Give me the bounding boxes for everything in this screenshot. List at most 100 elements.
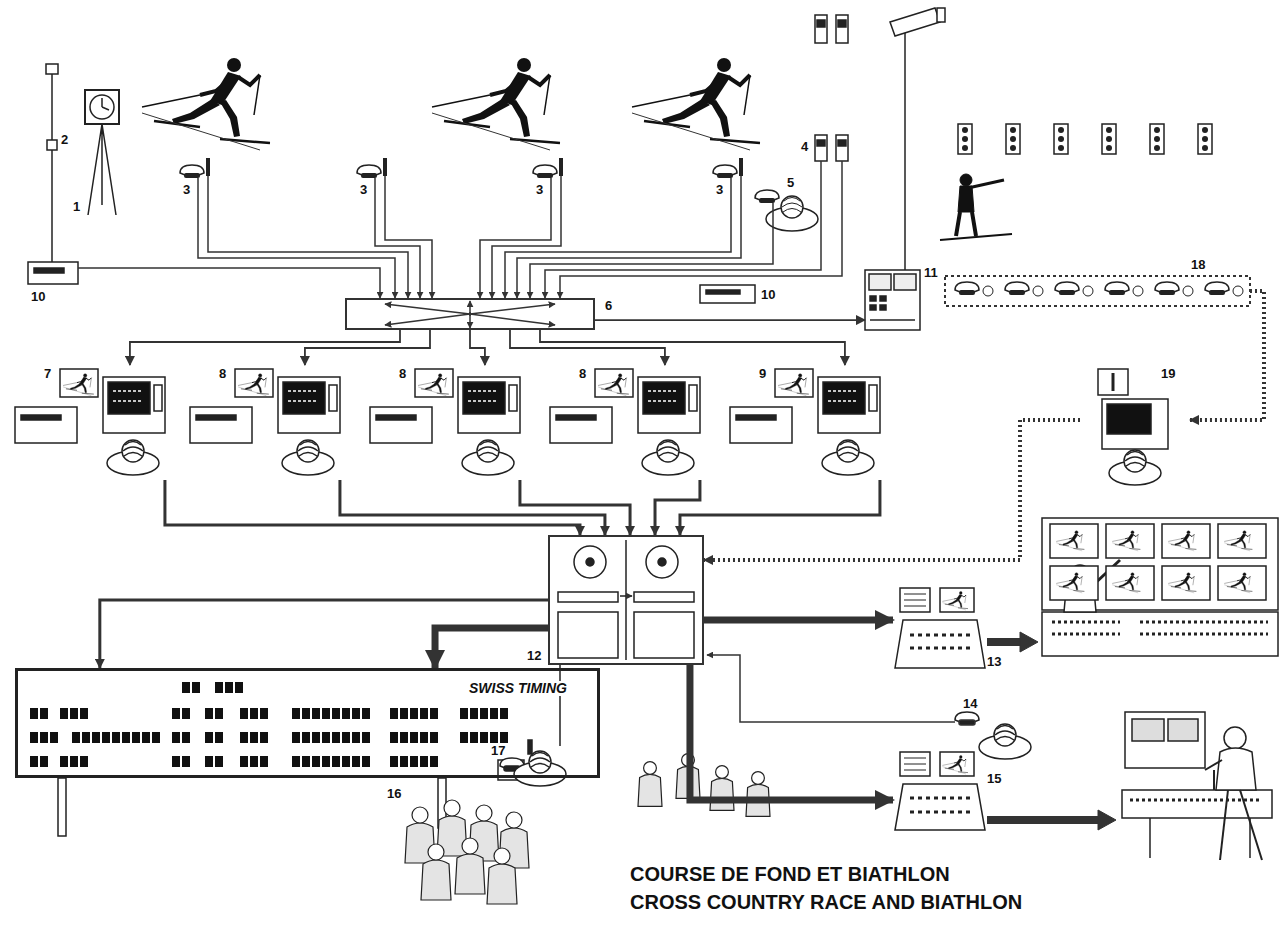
scoreboard-cells	[390, 732, 398, 743]
callout-number: 17	[490, 744, 506, 758]
video-monitor-unit	[870, 319, 915, 321]
timing-stations	[415, 369, 453, 397]
scoreboard-cells	[72, 732, 80, 743]
signal-connector	[1190, 291, 1264, 420]
output-arrows	[987, 638, 1022, 646]
signal-connector	[704, 420, 1080, 560]
callout-number: 10	[30, 290, 46, 304]
shooting-targets	[958, 124, 1212, 154]
consoles	[900, 752, 930, 776]
tape-unit	[586, 558, 594, 566]
telephones	[357, 165, 381, 178]
scoreboard-cells	[460, 732, 468, 743]
shooting-targets	[1058, 145, 1064, 151]
shooting-targets	[1010, 145, 1016, 151]
callout-number: 18	[1190, 258, 1206, 272]
shooting-targets	[962, 145, 968, 151]
scoreboard-cells	[172, 732, 180, 743]
scoreboard-cells	[60, 756, 68, 767]
input-wires	[198, 178, 395, 298]
timing-stations	[462, 440, 514, 475]
video-monitor-unit	[865, 270, 920, 330]
timing-stations	[288, 391, 318, 401]
timing-stations	[642, 440, 694, 475]
timing-stations	[190, 369, 340, 475]
signal-connector	[704, 617, 893, 624]
scoreboard-cells	[342, 708, 350, 719]
callout-number: 7	[43, 367, 52, 381]
distributor-arrows	[385, 304, 470, 314]
scoreboard-cells	[500, 708, 508, 719]
input-wires	[505, 178, 731, 298]
scoreboard-cells	[292, 732, 300, 743]
sensor-row	[1155, 282, 1179, 295]
shooting-targets	[1006, 124, 1020, 154]
scoreboard-cells	[40, 756, 48, 767]
spectators	[476, 805, 492, 821]
input-wires	[560, 161, 842, 298]
callout-number: 4	[800, 140, 809, 154]
printer	[700, 285, 755, 303]
brand-text: SWISS TIMING	[468, 681, 568, 696]
output-arrows	[987, 816, 1100, 824]
timing-stations	[598, 374, 629, 396]
scoreboard: SWISS TIMING16	[15, 668, 600, 778]
scoreboard-cells	[182, 682, 190, 693]
signal-lights	[838, 140, 846, 146]
scoreboard-cells	[80, 756, 88, 767]
scoreboard-cells	[182, 756, 190, 767]
timing-stations	[21, 415, 61, 420]
tape-unit	[646, 546, 678, 578]
scoreboard-cells	[122, 732, 130, 743]
shooting-targets	[1202, 145, 1208, 151]
biathlete	[940, 234, 1012, 240]
video-camera	[904, 30, 906, 270]
scoreboard-cells	[30, 756, 38, 767]
distributor-box: 6	[345, 298, 595, 330]
skier-figures	[432, 58, 560, 150]
scoreboard-cells	[470, 732, 478, 743]
sensor-row	[945, 276, 1250, 306]
scoreboard-cells	[50, 732, 58, 743]
timing-stations	[595, 369, 633, 397]
shooting-targets	[1010, 127, 1016, 133]
photocell-post	[28, 262, 78, 284]
output-arrows	[987, 632, 1116, 830]
shooting-targets	[1106, 127, 1112, 133]
scoreboard-cells	[420, 708, 428, 719]
timing-stations	[823, 382, 865, 414]
distributor-arrows	[385, 301, 555, 328]
callout-number: 2	[60, 133, 69, 147]
scoreboard-cells	[352, 732, 360, 743]
callout-number: 9	[758, 367, 767, 381]
spectators	[444, 800, 460, 816]
scoreboard-cells	[235, 682, 243, 693]
shooting-targets	[1198, 124, 1212, 154]
timing-stations	[550, 407, 612, 443]
input-wires	[545, 161, 821, 298]
shooting-targets	[1058, 136, 1064, 142]
input-wires	[517, 176, 741, 298]
scoreboard-cells	[30, 682, 508, 767]
timing-stations	[869, 385, 877, 411]
photocell-post	[46, 64, 58, 74]
biathlete	[960, 174, 972, 186]
scoreboard-cells	[322, 708, 330, 719]
consoles	[895, 620, 985, 668]
tv-control-room	[1056, 531, 1084, 551]
scoreboard-cells	[342, 732, 350, 743]
shooting-targets	[1058, 127, 1064, 133]
scoreboard-cells	[182, 732, 190, 743]
scoreboard-cells	[420, 732, 428, 743]
signal-connector	[435, 628, 548, 668]
tv-control-room	[1168, 531, 1196, 551]
sensor-row	[1055, 282, 1079, 295]
scoreboard-cells	[80, 708, 88, 719]
timing-stations	[1102, 399, 1168, 449]
scoreboard-cells	[500, 732, 508, 743]
input-wires	[480, 178, 551, 298]
shooting-targets	[962, 136, 968, 142]
scoreboard-cells	[102, 732, 110, 743]
scoreboard-cells	[332, 756, 340, 767]
scoreboard-cells	[30, 732, 38, 743]
